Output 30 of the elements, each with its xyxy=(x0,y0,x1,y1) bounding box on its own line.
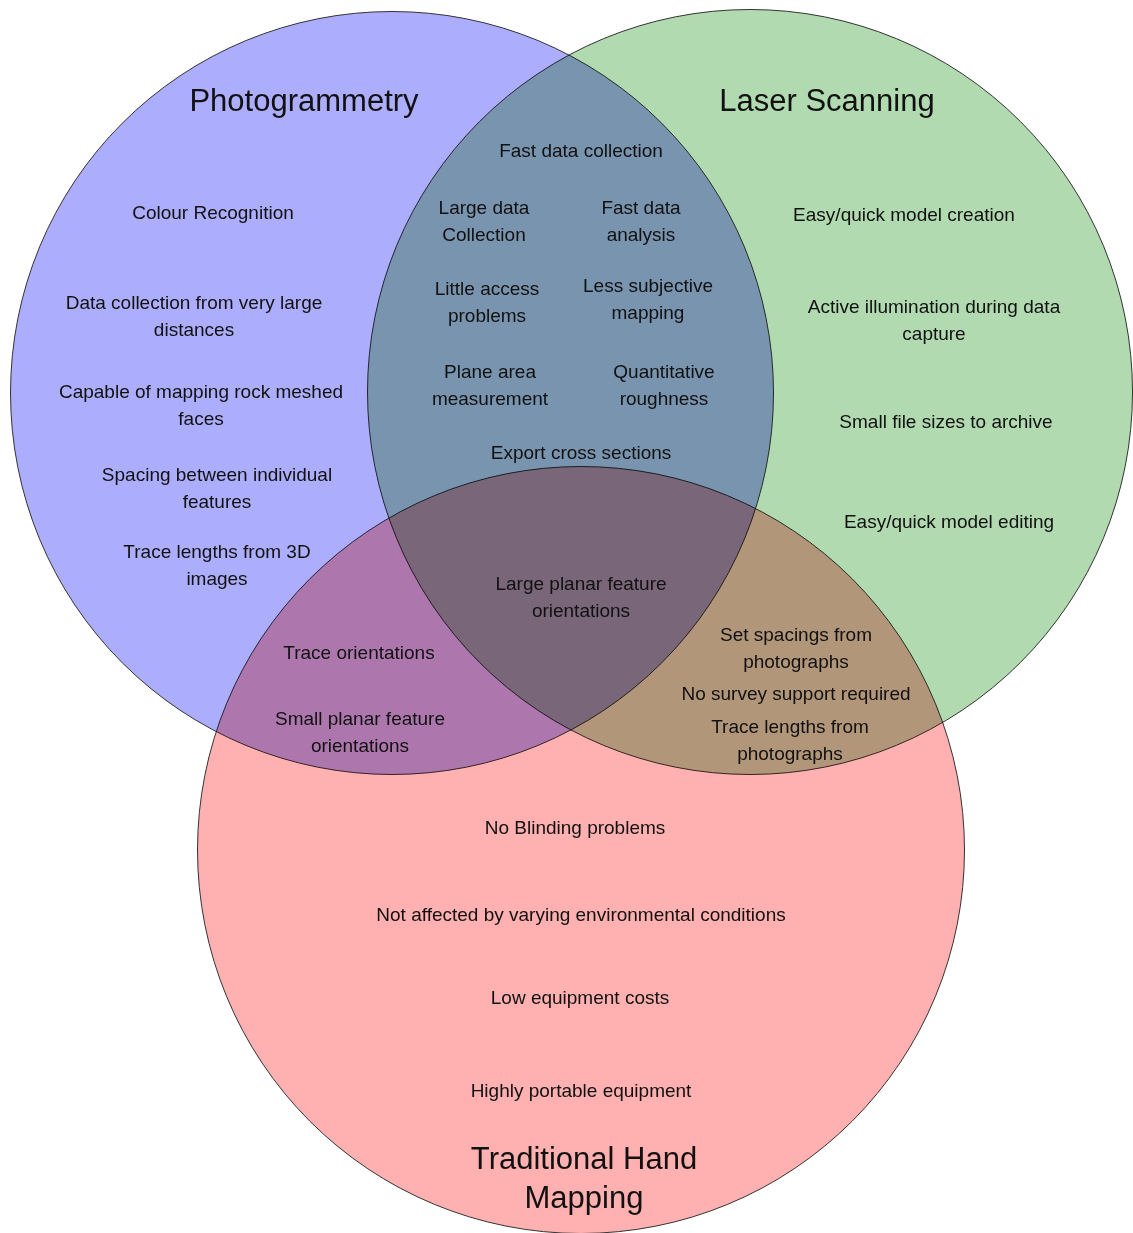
feature-text: Little access problems xyxy=(433,277,541,328)
feature-text: Active illumination during data capture xyxy=(806,295,1062,346)
feature-text: Fast data analysis xyxy=(600,196,682,247)
feature-text: Large data Collection xyxy=(437,196,531,247)
feature-text: Capable of mapping rock meshed faces xyxy=(57,380,345,431)
feature-text: No survey support required xyxy=(681,681,911,706)
feature-text: Trace lengths from 3D images xyxy=(122,540,312,591)
feature-text: Spacing between individual features xyxy=(100,463,334,514)
feature-text: Data collection from very large distances xyxy=(64,291,324,342)
feature-text: No Blinding problems xyxy=(484,815,666,840)
feature-text: Set spacings from photographs xyxy=(718,623,874,674)
set-title: Traditional Hand Mapping xyxy=(469,1140,699,1217)
feature-text: Easy/quick model editing xyxy=(843,509,1055,534)
feature-text: Low equipment costs xyxy=(490,985,670,1010)
feature-text: Easy/quick model creation xyxy=(793,202,1015,227)
feature-text: Export cross sections xyxy=(490,440,672,465)
feature-text: Not affected by varying environmental conditions xyxy=(376,902,786,927)
set-title: Photogrammetry xyxy=(189,81,419,120)
feature-text: Small file sizes to archive xyxy=(839,409,1053,434)
feature-text: Colour Recognition xyxy=(132,200,294,225)
feature-text: Large planar feature orientations xyxy=(494,572,668,623)
feature-text: Fast data collection xyxy=(499,138,663,163)
feature-text: Trace lengths from photographs xyxy=(710,715,870,766)
set-title: Laser Scanning xyxy=(719,81,935,120)
feature-text: Highly portable equipment xyxy=(470,1078,692,1103)
feature-text: Small planar feature orientations xyxy=(273,707,446,758)
feature-text: Quantitative roughness xyxy=(612,360,716,411)
feature-text: Plane area measurement xyxy=(430,360,550,411)
feature-text: Less subjective mapping xyxy=(582,274,714,325)
feature-text: Trace orientations xyxy=(283,640,435,665)
